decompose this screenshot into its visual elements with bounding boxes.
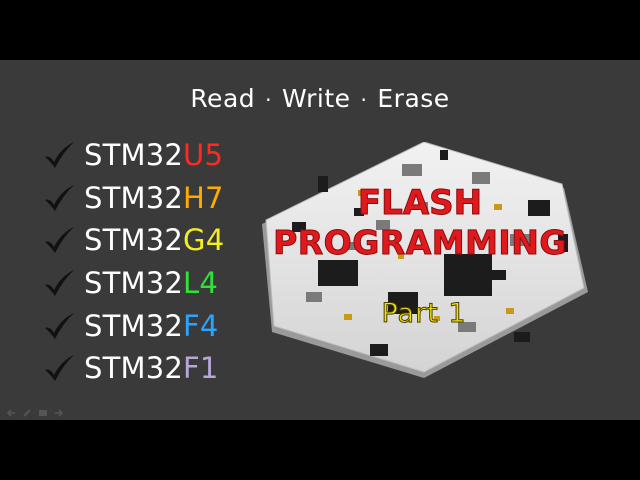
slide-subtitle: Read · Write · Erase: [0, 84, 640, 113]
chip-suffix: G4: [183, 223, 225, 258]
subtitle-separator: ·: [265, 88, 272, 112]
chip-suffix: F1: [183, 351, 219, 386]
check-mark-icon: [45, 184, 74, 211]
chip-suffix: H7: [183, 180, 224, 215]
chip-suffix: F4: [183, 308, 219, 343]
forward-arrow-icon[interactable]: [54, 403, 64, 417]
chip-label: STM32F1: [84, 351, 219, 385]
subtitle-write: Write: [282, 84, 351, 113]
flash-programming-title: FLASH PROGRAMMING: [246, 183, 594, 262]
chip-label: STM32U5: [84, 138, 223, 172]
presentation-slide: Read·Write·Erase STM32U5 STM32H7 STM32G4…: [0, 60, 640, 420]
title-line-programming: PROGRAMMING: [273, 222, 567, 262]
check-mark-icon: [45, 355, 74, 382]
chip-label: STM32F4: [84, 309, 219, 343]
chip-list-item: STM32U5: [42, 134, 224, 177]
subtitle-read: Read: [190, 84, 256, 113]
chip-list-item: STM32H7: [42, 177, 224, 220]
chip-prefix: STM32: [84, 266, 184, 301]
chip-prefix: STM32: [84, 180, 184, 215]
chip-prefix: STM32: [84, 223, 184, 258]
chip-family-list: STM32U5 STM32H7 STM32G4 STM32L4 STM32F4 …: [42, 134, 224, 390]
part-label: Part 1: [381, 298, 467, 330]
check-mark-icon: [45, 312, 74, 339]
chip-suffix: U5: [183, 138, 224, 173]
check-mark-icon: [45, 227, 74, 254]
subtitle-erase: Erase: [377, 84, 450, 113]
chip-label: STM32L4: [84, 266, 218, 300]
chip-label: STM32H7: [84, 181, 224, 215]
pen-icon[interactable]: [22, 403, 32, 417]
chip-list-item: STM32L4: [42, 262, 224, 305]
hexagon-pcb-image: [262, 142, 588, 378]
chip-prefix: STM32: [84, 138, 184, 173]
chip-suffix: L4: [183, 266, 219, 301]
chip-prefix: STM32: [84, 351, 184, 386]
chip-list-item: STM32G4: [42, 219, 224, 262]
check-mark-icon: [45, 142, 74, 169]
chip-label: STM32G4: [84, 223, 224, 257]
slideshow-nav-controls: [6, 403, 64, 417]
chip-list-item: STM32F4: [42, 304, 224, 347]
chip-list-item: STM32F1: [42, 347, 224, 390]
chip-prefix: STM32: [84, 308, 184, 343]
title-line-flash: FLASH: [357, 183, 483, 223]
slide-menu-icon[interactable]: [38, 403, 48, 416]
check-mark-icon: [45, 270, 74, 297]
subtitle-separator: ·: [360, 88, 368, 112]
back-arrow-icon[interactable]: [6, 403, 16, 417]
